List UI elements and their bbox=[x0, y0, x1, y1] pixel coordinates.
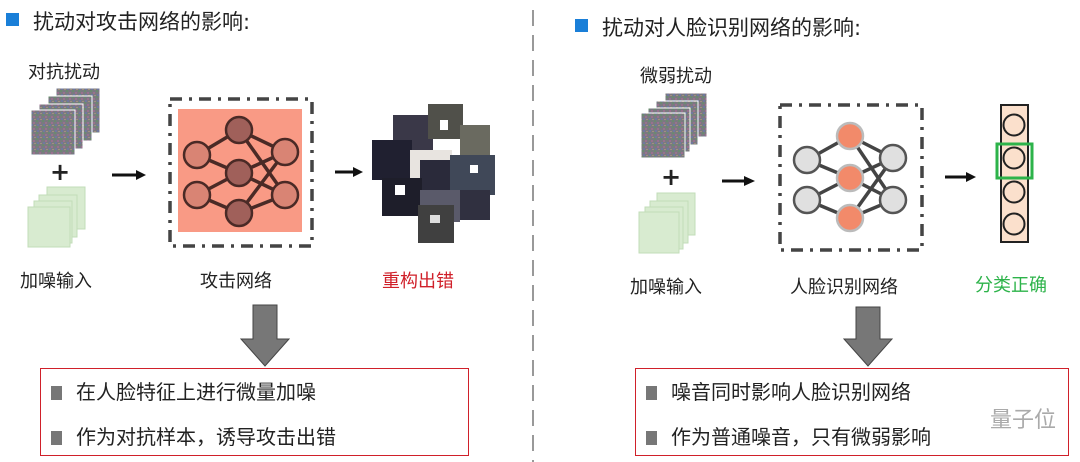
attack-network-box bbox=[168, 97, 314, 248]
right-noise-stack bbox=[640, 92, 708, 159]
left-title: 扰动对攻击网络的影响: bbox=[33, 10, 251, 34]
left-bullet-2: 作为对抗样本，诱导攻击出错 bbox=[51, 421, 336, 450]
right-arrow-2 bbox=[945, 172, 976, 182]
right-title: 扰动对人脸识别网络的影响: bbox=[602, 16, 862, 40]
right-arrow-1 bbox=[722, 176, 755, 186]
reconstructed-faces-mosaic bbox=[372, 104, 495, 243]
title-bullet-icon bbox=[575, 19, 588, 32]
title-bullet-icon bbox=[6, 13, 19, 26]
right-plus-sign: + bbox=[661, 163, 682, 191]
right-bullet-1: 噪音同时影响人脸识别网络 bbox=[646, 376, 911, 405]
left-down-arrow bbox=[239, 304, 291, 367]
right-perturbation-label: 微弱扰动 bbox=[640, 66, 712, 87]
right-down-arrow bbox=[842, 306, 894, 367]
left-summary-box: 在人脸特征上进行微量加噪 作为对抗样本，诱导攻击出错 bbox=[40, 368, 469, 456]
left-bullet-1: 在人脸特征上进行微量加噪 bbox=[51, 376, 316, 405]
watermark: 量子位 bbox=[990, 408, 1057, 433]
left-perturbation-label: 对抗扰动 bbox=[28, 62, 100, 83]
left-result-label: 重构出错 bbox=[382, 271, 454, 292]
left-arrow-2 bbox=[335, 167, 363, 177]
left-network-label: 攻击网络 bbox=[200, 271, 272, 292]
left-input-stack bbox=[27, 186, 86, 248]
left-plus-sign: + bbox=[50, 158, 71, 186]
right-input-stack bbox=[638, 192, 696, 254]
right-network-label: 人脸识别网络 bbox=[790, 277, 898, 298]
right-bullet-2: 作为普通噪音，只有微弱影响 bbox=[646, 421, 931, 450]
classification-output-column bbox=[995, 104, 1034, 243]
right-summary-box: 噪音同时影响人脸识别网络 作为普通噪音，只有微弱影响 bbox=[635, 368, 1069, 456]
left-arrow-1 bbox=[112, 170, 146, 180]
left-input-label: 加噪输入 bbox=[20, 271, 92, 292]
correct-class-highlight bbox=[995, 142, 1034, 180]
left-noise-stack bbox=[30, 87, 101, 156]
face-recognition-network-box bbox=[778, 103, 924, 252]
right-input-label: 加噪输入 bbox=[630, 277, 702, 298]
right-result-label: 分类正确 bbox=[975, 275, 1047, 296]
